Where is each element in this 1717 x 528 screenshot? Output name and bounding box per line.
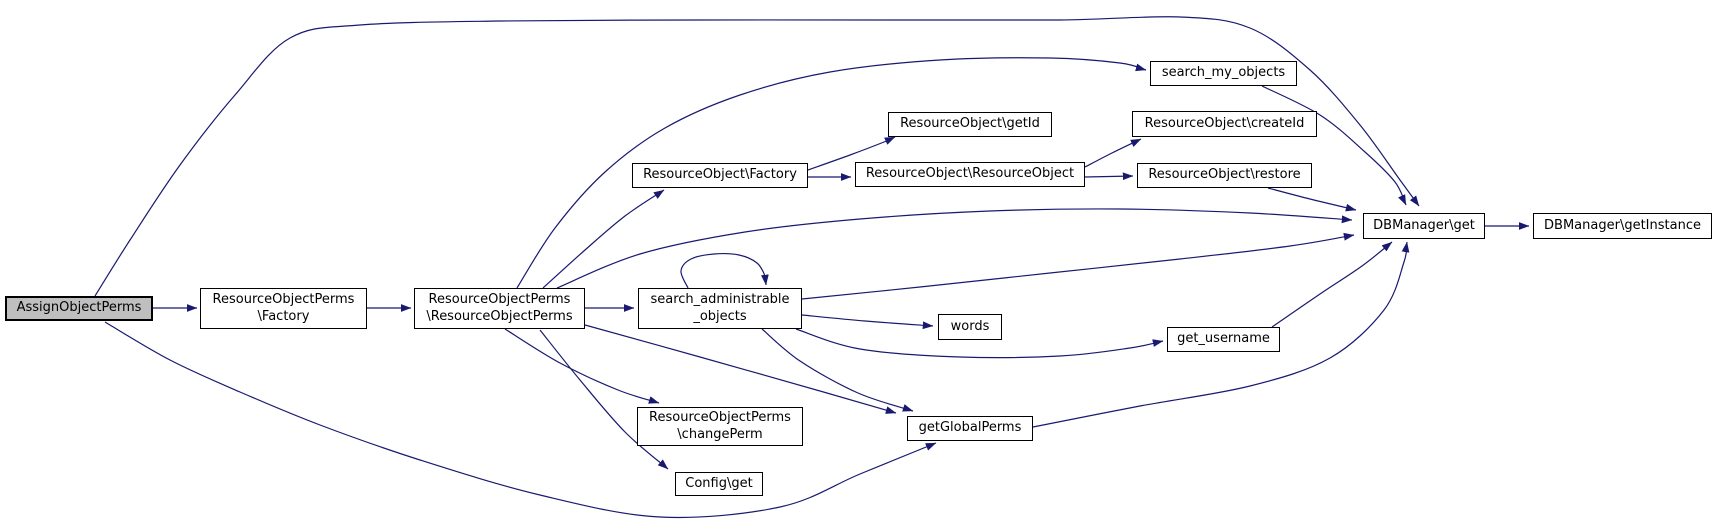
edge-assignobjectperms-to-getglobalperms xyxy=(104,321,937,519)
edge-getglobalperms-to-dbmanager-get xyxy=(1032,241,1410,428)
node-resourceobject-factory[interactable]: ResourceObject\Factory xyxy=(632,163,808,188)
edge-get-username-to-dbmanager-get xyxy=(1271,241,1393,328)
edge-ro-factory-to-ro-getid xyxy=(807,136,896,171)
node-dbmanager-getinstance[interactable]: DBManager\getInstance xyxy=(1533,213,1712,239)
node-resourceobject-restore[interactable]: ResourceObject\restore xyxy=(1137,163,1312,188)
node-resourceobject-createid[interactable]: ResourceObject\createId xyxy=(1132,111,1317,137)
edge-ro-resourceobject-to-ro-createid xyxy=(1084,138,1142,168)
edge-rop-resourceobjectperms-to-search-my-objects xyxy=(516,57,1147,289)
node-resourceobject-resourceobject[interactable]: ResourceObject\ResourceObject xyxy=(855,162,1085,187)
node-words[interactable]: words xyxy=(938,314,1002,340)
node-get-username[interactable]: get_username xyxy=(1167,327,1280,352)
edge-search-administrable-to-get-username xyxy=(795,328,1164,359)
node-resourceobjectperms-changeperm[interactable]: ResourceObjectPerms \changePerm xyxy=(637,407,803,446)
edge-search-my-objects-to-dbmanager-get xyxy=(1261,85,1407,206)
edge-ro-restore-to-dbmanager-get xyxy=(1267,187,1357,212)
edge-rop-resourceobjectperms-to-rop-changeperm xyxy=(504,328,660,404)
node-search-administrable-objects[interactable]: search_administrable _objects xyxy=(638,288,802,329)
edge-search-administrable-to-words xyxy=(801,314,934,330)
node-resourceobject-getid[interactable]: ResourceObject\getId xyxy=(888,112,1052,137)
edge-rop-resourceobjectperms-to-getglobalperms xyxy=(584,324,897,414)
edge-search-administrable-to-search-administrable xyxy=(680,253,769,289)
edge-search-administrable-to-getglobalperms xyxy=(761,328,914,412)
node-resourceobjectperms-factory[interactable]: ResourceObjectPerms \Factory xyxy=(200,288,367,329)
node-search-my-objects[interactable]: search_my_objects xyxy=(1150,61,1297,86)
edge-rop-resourceobjectperms-to-config-get xyxy=(539,329,669,470)
node-resourceobjectperms-resourceobjectperms[interactable]: ResourceObjectPerms \ResourceObjectPerms xyxy=(414,288,585,329)
node-dbmanager-get[interactable]: DBManager\get xyxy=(1363,213,1485,239)
node-assignobjectperms[interactable]: AssignObjectPerms xyxy=(5,296,153,321)
edge-rop-resourceobjectperms-to-ro-factory xyxy=(542,189,665,289)
node-getglobalperms[interactable]: getGlobalPerms xyxy=(907,416,1033,441)
edge-assignobjectperms-to-dbmanager-get xyxy=(94,16,1420,297)
edge-search-administrable-to-dbmanager-get xyxy=(801,232,1355,300)
edge-ro-resourceobject-to-ro-restore xyxy=(1084,172,1134,181)
node-config-get[interactable]: Config\get xyxy=(675,472,763,496)
edge-rop-resourceobjectperms-to-dbmanager-get xyxy=(556,208,1353,289)
